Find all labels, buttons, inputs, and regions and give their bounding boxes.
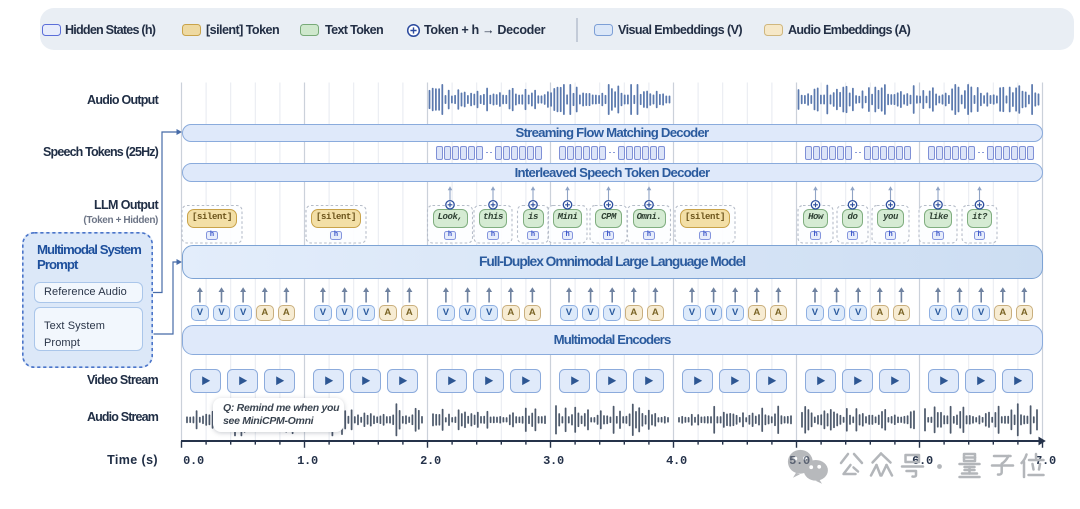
svg-text:5.0: 5.0 [789, 454, 810, 468]
